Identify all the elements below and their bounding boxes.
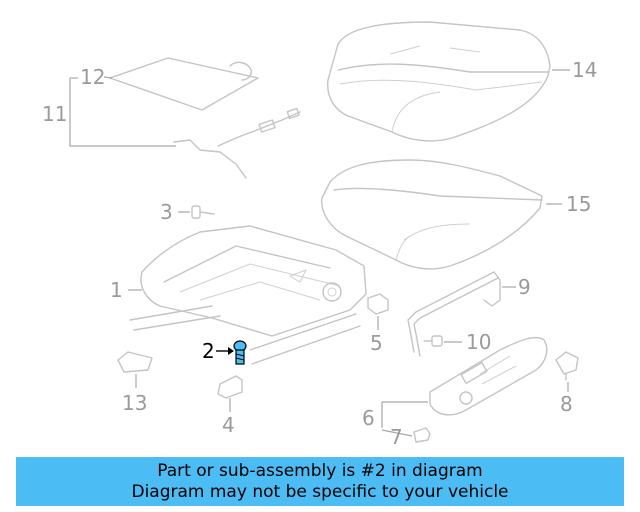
leader-12 (103, 76, 113, 79)
part-10-bolt[interactable] (423, 335, 443, 347)
callout-10: 10 (466, 330, 491, 354)
part-12-heater-pad[interactable] (109, 57, 259, 111)
part-2-screw[interactable] (233, 340, 247, 365)
diagram-caption: Part or sub-assembly is #2 in diagram Di… (16, 457, 624, 506)
caption-line-1: Part or sub-assembly is #2 in diagram (157, 460, 483, 481)
part-8-knob[interactable] (555, 351, 579, 381)
part-1-seat-frame[interactable] (129, 225, 367, 365)
callout-5: 5 (370, 331, 383, 355)
part-5-clip[interactable] (367, 293, 389, 315)
callout-15: 15 (566, 192, 591, 216)
leader-11 (69, 78, 176, 147)
callout-7: 7 (390, 425, 403, 449)
callout-4: 4 (222, 413, 235, 437)
callout-8: 8 (560, 392, 573, 416)
callout-1: 1 (110, 278, 123, 302)
part-15-cushion-pad[interactable] (321, 159, 543, 270)
callout-11: 11 (42, 102, 67, 126)
callout-14: 14 (572, 58, 597, 82)
leader-6 (381, 401, 428, 428)
part-14-cushion-cover[interactable] (327, 21, 551, 142)
callout-2: 2 (202, 339, 215, 363)
callout-12: 12 (80, 65, 105, 89)
part-6-side-cover[interactable] (429, 336, 548, 416)
part-7-clip[interactable] (413, 427, 431, 443)
callout-13: 13 (122, 391, 147, 415)
caption-line-2: Diagram may not be specific to your vehi… (131, 481, 509, 502)
callout-6: 6 (362, 406, 375, 430)
part-3-bolt[interactable] (191, 205, 215, 219)
part-4-clip[interactable] (217, 375, 243, 399)
leader-7 (381, 429, 413, 437)
callout-9: 9 (518, 275, 531, 299)
part-13-bracket[interactable] (117, 351, 153, 373)
part-9-wire-rod[interactable] (407, 271, 501, 357)
part-11-wire-harness[interactable] (173, 107, 301, 179)
callout-3: 3 (160, 200, 173, 224)
